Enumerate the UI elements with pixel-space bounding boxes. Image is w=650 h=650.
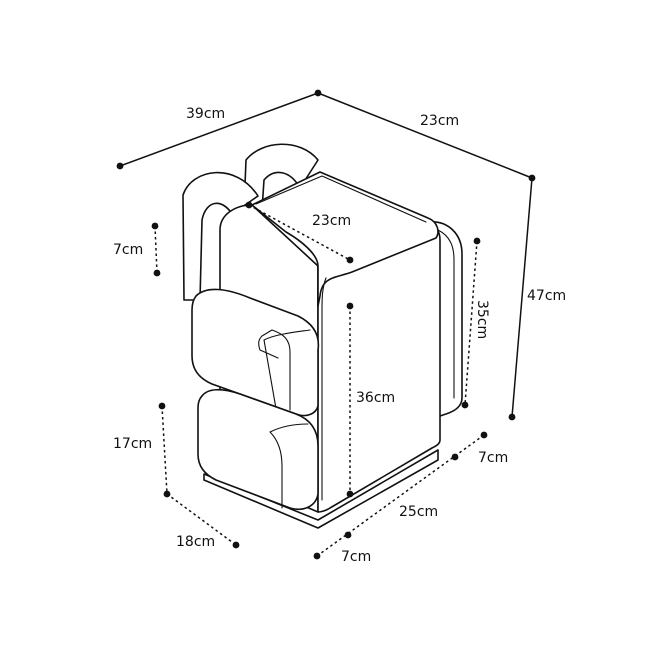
overall-depth-line xyxy=(317,92,533,179)
dim-dot xyxy=(451,453,459,461)
dim-dot xyxy=(473,237,481,245)
bottom-width-label: 25cm xyxy=(399,504,438,520)
dim-dot xyxy=(151,222,159,230)
top-depth-label: 23cm xyxy=(312,213,351,229)
lower-side-pocket xyxy=(197,388,319,510)
back-height-label: 35cm xyxy=(474,300,490,339)
upper-side-pocket xyxy=(191,288,320,417)
backpack-illustration xyxy=(182,143,463,529)
top-lid-edge xyxy=(255,175,427,223)
base-plate xyxy=(203,449,439,529)
dim-dot xyxy=(346,490,354,498)
overall-depth-label: 23cm xyxy=(420,113,459,129)
dimension-guides xyxy=(116,89,536,560)
top-depth-line xyxy=(248,204,351,261)
dim-dot xyxy=(528,174,536,182)
dim-dot xyxy=(153,269,161,277)
front-corner-edge xyxy=(321,277,327,501)
dim-dot xyxy=(344,531,352,539)
dim-dot xyxy=(480,431,488,439)
dim-dot xyxy=(116,162,124,170)
overall-height-line xyxy=(511,177,533,418)
lower-pocket-width-label: 18cm xyxy=(176,534,215,550)
lower-pocket-height-label: 17cm xyxy=(113,436,152,452)
dim-dot xyxy=(158,402,166,410)
lower-pocket-height-line xyxy=(161,405,168,495)
dim-dot xyxy=(232,541,240,549)
lower-side-pocket-front xyxy=(269,423,309,509)
dim-dot xyxy=(346,302,354,310)
upper-side-pocket-front xyxy=(258,329,291,411)
back-panel-edge xyxy=(437,229,455,399)
dim-dot xyxy=(313,552,321,560)
dim-dot xyxy=(346,256,354,264)
dim-dot xyxy=(461,401,469,409)
overall-width-label: 39cm xyxy=(186,106,225,122)
dim-dot xyxy=(163,490,171,498)
dim-dot xyxy=(508,413,516,421)
front-pocket-depth-label: 7cm xyxy=(341,549,371,565)
right-pocket-depth-label: 7cm xyxy=(478,450,508,466)
dimension-labels: 39cm 23cm 47cm 23cm 36cm 35cm 25cm 7cm 7… xyxy=(113,106,566,565)
dim-dot xyxy=(245,201,253,209)
top-lid xyxy=(251,171,439,307)
overall-width-line xyxy=(119,92,319,167)
top-pocket-depth-label: 7cm xyxy=(113,242,143,258)
main-height-label: 36cm xyxy=(356,390,395,406)
lower-pocket-width-line xyxy=(166,493,237,546)
top-pocket-line xyxy=(154,225,158,274)
dim-dot xyxy=(314,89,322,97)
overall-height-label: 47cm xyxy=(527,288,566,304)
